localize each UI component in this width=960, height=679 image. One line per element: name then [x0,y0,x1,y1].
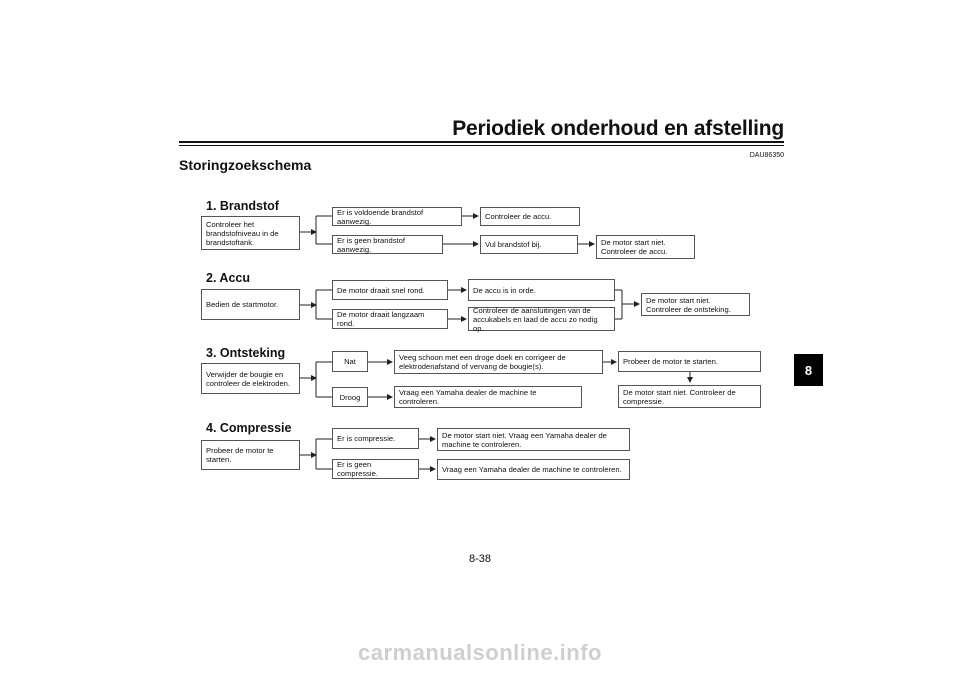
ontsteking-final-text: De motor start niet. Controleer de compr… [623,387,736,406]
page-title: Storingzoekschema [179,157,312,173]
ontsteking-dry-box: Droog [332,387,368,407]
section-title-brandstof: 1. Brandstof [206,199,279,213]
brandstof-yes-box: Er is voldoende brandstof aanwezig. [332,207,462,226]
ontsteking-wet-next-box: Probeer de motor te starten. [618,351,761,372]
ontsteking-dry-result-box: Vraag een Yamaha dealer de machine te co… [394,386,582,408]
ontsteking-wet-result-text: Veeg schoon met een droge doek en corrig… [399,353,566,371]
compressie-no-result-text: Vraag een Yamaha dealer de machine te co… [442,465,622,474]
ontsteking-dry-result-text: Vraag een Yamaha dealer de machine te co… [399,388,537,406]
brandstof-no-text: Er is geen brandstof aanwezig. [337,235,405,254]
compressie-yes-result-box: De motor start niet. Vraag een Yamaha de… [437,428,630,451]
compressie-no-box: Er is geen compressie. [332,459,419,479]
ontsteking-wet-box: Nat [332,351,368,372]
ontsteking-wet-text: Nat [344,357,356,366]
section-title-accu: 2. Accu [206,271,251,285]
page-number: 8-38 [468,553,492,565]
accu-final-box: De motor start niet. Controleer de ontst… [641,293,750,316]
compressie-no-result-box: Vraag een Yamaha dealer de machine te co… [437,459,630,480]
accu-fast-box: De motor draait snel rond. [332,280,448,300]
document-code: DAU86350 [749,152,784,159]
section-title-compressie: 4. Compressie [206,421,292,435]
accu-fast-text: De motor draait snel rond. [337,285,425,295]
brandstof-start-box: Controleer het brandstofniveau in de bra… [201,216,300,250]
header-rule-thin [179,145,784,146]
ontsteking-wet-next-text: Probeer de motor te starten. [623,357,718,366]
compressie-yes-text: Er is compressie. [337,434,396,443]
watermark: carmanualsonline.info [358,640,602,665]
accu-final-text: De motor start niet. Controleer de ontst… [646,295,731,314]
header-rule [179,141,784,143]
ontsteking-start-text: Verwijder de bougie en controleer de ele… [206,369,291,388]
compressie-no-text: Er is geen compressie. [337,460,378,478]
compressie-start-text: Probeer de motor te starten. [206,446,274,464]
accu-slow-text: De motor draait langzaam rond. [337,310,425,328]
section-title-ontsteking: 3. Ontsteking [206,346,286,360]
ontsteking-dry-text: Droog [339,392,361,402]
brandstof-yes-text: Er is voldoende brandstof aanwezig. [337,207,424,226]
accu-slow-box: De motor draait langzaam rond. [332,309,448,329]
brandstof-final-box: De motor start niet. Controleer de accu. [596,235,695,259]
accu-start-text: Bedien de startmotor. [206,300,279,309]
brandstof-no-box: Er is geen brandstof aanwezig. [332,235,443,254]
brandstof-no-result-text: Vul brandstof bij. [485,240,542,249]
brandstof-yes-result-text: Controleer de accu. [485,212,552,221]
accu-fast-result-text: De accu is in orde. [473,285,536,295]
accu-slow-result-box: Controleer de aansluitingen van de accuk… [468,305,615,333]
accu-slow-result-text: Controleer de aansluitingen van de accuk… [473,305,598,333]
accu-fast-result-box: De accu is in orde. [468,279,615,301]
compressie-yes-box: Er is compressie. [332,428,419,449]
brandstof-no-result-box: Vul brandstof bij. [480,235,578,254]
ontsteking-final-box: De motor start niet. Controleer de compr… [618,385,761,408]
accu-start-box: Bedien de startmotor. [201,289,300,320]
chapter-tab: 8 [794,354,823,386]
ontsteking-wet-result-box: Veeg schoon met een droge doek en corrig… [394,350,603,374]
page-header-title: Periodiek onderhoud en afstelling [452,117,784,140]
brandstof-start-text: Controleer het brandstofniveau in de bra… [206,219,279,247]
brandstof-yes-result-box: Controleer de accu. [480,207,580,226]
compressie-start-box: Probeer de motor te starten. [201,440,300,470]
ontsteking-start-box: Verwijder de bougie en controleer de ele… [201,363,300,394]
compressie-yes-result-text: De motor start niet. Vraag een Yamaha de… [442,430,607,449]
brandstof-final-text: De motor start niet. Controleer de accu. [601,238,668,256]
